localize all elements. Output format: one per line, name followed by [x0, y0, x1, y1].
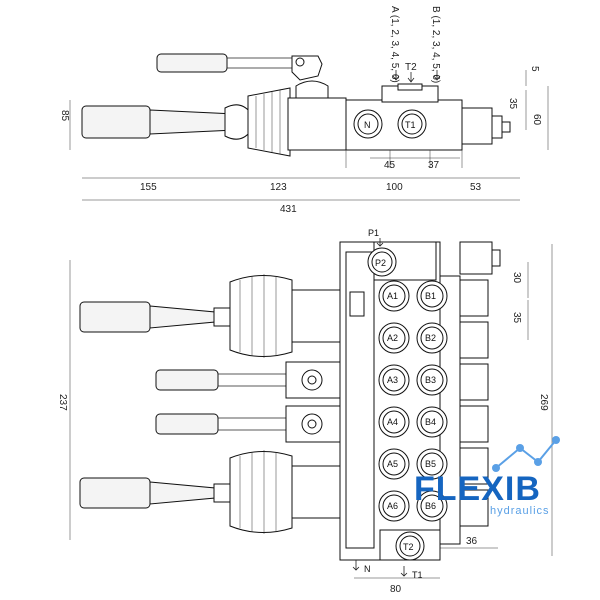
top-view: N T1 A (1, 2, 3, 4, 5, 6) B (1, 2, 3, 4,… [59, 6, 549, 215]
port-t2-bottom: T2 [395, 531, 425, 561]
arrow-a [392, 70, 400, 81]
dim-37: 37 [428, 160, 440, 171]
port-a1: A1 [378, 280, 410, 312]
port-a5: A5 [378, 448, 410, 480]
lever-2 [155, 361, 341, 399]
dim-30: 30 [511, 272, 522, 284]
dim-80: 80 [390, 584, 402, 595]
port-t1-label: T1 [405, 120, 416, 130]
port-b1: B1 [416, 280, 448, 312]
dim-155: 155 [140, 182, 157, 193]
logo-tagline: hydraulics [490, 505, 550, 517]
port-b6: B6 [416, 490, 448, 522]
dim-53: 53 [470, 182, 482, 193]
port-b2-label: B2 [425, 333, 436, 343]
port-a5-label: A5 [387, 459, 398, 469]
dim-36: 36 [466, 536, 478, 547]
port-p1-label: P1 [368, 228, 379, 238]
port-b5-label: B5 [425, 459, 436, 469]
dim-431: 431 [280, 204, 297, 215]
dim-5: 5 [529, 66, 540, 72]
brand-logo: FLEXIB hydraulics [414, 436, 560, 517]
port-a6: A6 [378, 490, 410, 522]
port-b5: B5 [416, 448, 448, 480]
port-b2: B2 [416, 322, 448, 354]
port-t2-bottom-label: T2 [403, 542, 414, 552]
lever-4 [79, 450, 341, 534]
dim-45: 45 [384, 160, 396, 171]
dim-269: 269 [538, 394, 549, 411]
molecule-icon [492, 436, 560, 472]
port-a6-label: A6 [387, 501, 398, 511]
arrow-t1 [400, 566, 408, 577]
port-a2-label: A2 [387, 333, 398, 343]
front-view: 237 269 30 35 36 80 [57, 228, 553, 595]
port-a3: A3 [378, 364, 410, 396]
arrow-b [433, 70, 441, 81]
dim-237: 237 [57, 394, 68, 411]
port-t1-bottom-label: T1 [412, 570, 423, 580]
port-b3: B3 [416, 364, 448, 396]
upper-lever [156, 53, 323, 81]
dim-60: 60 [531, 114, 542, 126]
port-n-label: N [364, 120, 371, 130]
dim-100: 100 [386, 182, 403, 193]
lever-3 [155, 405, 341, 443]
port-a2: A2 [378, 322, 410, 354]
arrow-t2 [407, 72, 415, 83]
dim-85: 85 [59, 110, 70, 122]
port-b4: B4 [416, 406, 448, 438]
port-a-label: A (1, 2, 3, 4, 5, 6) [389, 6, 400, 83]
valve-body-top [287, 80, 511, 168]
dim-123: 123 [270, 182, 287, 193]
arrow-p1 [376, 238, 384, 247]
port-b-label: B (1, 2, 3, 4, 5, 6) [430, 6, 441, 83]
port-a4-label: A4 [387, 417, 398, 427]
arrow-n [352, 560, 360, 571]
logo-brand-text: FLEXIB [414, 470, 541, 508]
port-p2: P2 [367, 247, 397, 277]
dim-35: 35 [507, 98, 518, 110]
port-a3-label: A3 [387, 375, 398, 385]
port-b4-label: B4 [425, 417, 436, 427]
port-b1-label: B1 [425, 291, 436, 301]
port-b3-label: B3 [425, 375, 436, 385]
port-n-bottom-label: N [364, 564, 371, 574]
dim-35b: 35 [511, 312, 522, 324]
lower-lever [81, 87, 291, 157]
port-t2-label: T2 [405, 62, 417, 73]
port-a1-label: A1 [387, 291, 398, 301]
port-a4: A4 [378, 406, 410, 438]
port-p2-label: P2 [375, 258, 386, 268]
port-b6-label: B6 [425, 501, 436, 511]
lever-1 [79, 274, 341, 358]
